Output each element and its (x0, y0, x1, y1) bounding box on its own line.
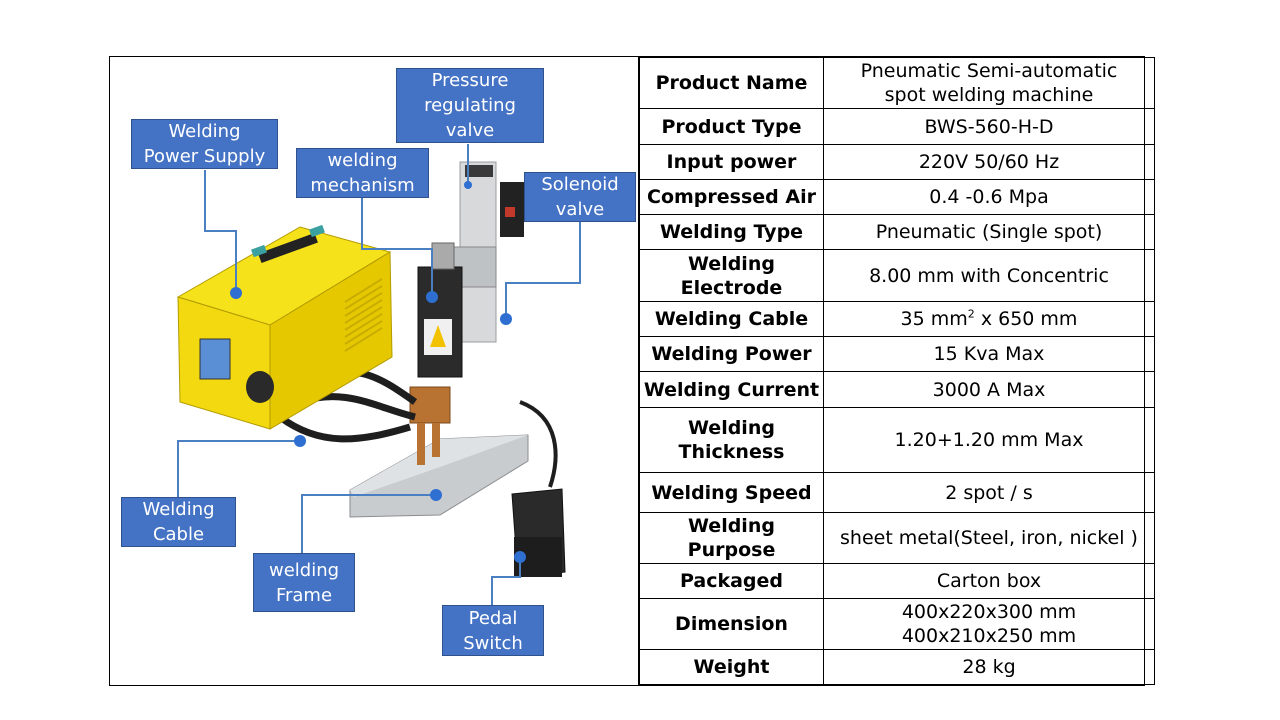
table-row: Welding Cable 35 mm2 x 650 mm (639, 301, 1155, 337)
spec-value-pre: 35 mm (900, 308, 968, 330)
spec-value: 220V 50/60 Hz (823, 144, 1155, 180)
callout-pressure-valve: Pressure regulating valve (396, 68, 544, 143)
electrode-holder (409, 386, 451, 424)
table-row: Welding Speed 2 spot / s (639, 472, 1155, 513)
welding-machine-illustration (176, 144, 581, 605)
callout-welding-frame: welding Frame (253, 553, 355, 612)
spec-value: 1.20+1.20 mm Max (823, 407, 1155, 473)
table-row: Welding Current 3000 A Max (639, 371, 1155, 408)
spec-key: Weight (639, 649, 824, 685)
spec-value: 400x220x300 mm 400x210x250 mm (823, 598, 1155, 650)
spec-value-post: x 650 mm (974, 308, 1078, 330)
spec-value: Pneumatic (Single spot) (823, 214, 1155, 250)
spec-key: Welding Cable (639, 301, 824, 337)
table-row: Weight 28 kg (639, 649, 1155, 685)
table-row: Welding Electrode 8.00 mm with Concentri… (639, 249, 1155, 302)
spec-value: 2 spot / s (823, 472, 1155, 513)
table-row: Welding Purpose sheet metal(Steel, iron,… (639, 512, 1155, 564)
table-row: Product Name Pneumatic Semi-automatic sp… (639, 57, 1155, 109)
spec-key: Welding Current (639, 371, 824, 408)
table-row: Dimension 400x220x300 mm 400x210x250 mm (639, 598, 1155, 650)
callout-welding-cable: Welding Cable (121, 497, 236, 547)
callout-solenoid-valve: Solenoid valve (524, 172, 636, 222)
leader-lines (177, 144, 581, 605)
spec-value: Pneumatic Semi-automatic spot welding ma… (823, 57, 1155, 109)
spec-key: Compressed Air (639, 179, 824, 215)
spec-key: Welding Purpose (639, 512, 824, 564)
spec-key: Dimension (639, 598, 824, 650)
spec-key: Input power (639, 144, 824, 180)
spec-value: 28 kg (823, 649, 1155, 685)
spec-key: Product Type (639, 108, 824, 145)
spec-key: Product Name (639, 57, 824, 109)
spec-value: 35 mm2 x 650 mm (823, 301, 1155, 337)
spec-key: Welding Thickness (639, 407, 824, 473)
spec-key: Welding Speed (639, 472, 824, 513)
table-row: Welding Power 15 Kva Max (639, 336, 1155, 372)
callout-welding-mechanism: welding mechanism (296, 148, 429, 198)
spec-value: 3000 A Max (823, 371, 1155, 408)
callout-power-supply: Welding Power Supply (131, 119, 278, 169)
table-row: Welding Thickness 1.20+1.20 mm Max (639, 407, 1155, 473)
panel-divider (638, 56, 639, 686)
spec-value: Carton box (823, 563, 1155, 599)
table-row: Compressed Air 0.4 -0.6 Mpa (639, 179, 1155, 215)
spec-value: sheet metal(Steel, iron, nickel ) (823, 512, 1155, 564)
spec-key: Welding Electrode (639, 249, 824, 302)
spec-value: 15 Kva Max (823, 336, 1155, 372)
table-row: Welding Type Pneumatic (Single spot) (639, 214, 1155, 250)
table-row: Input power 220V 50/60 Hz (639, 144, 1155, 180)
spec-value: 0.4 -0.6 Mpa (823, 179, 1155, 215)
spec-key: Welding Power (639, 336, 824, 372)
spec-table: Product Name Pneumatic Semi-automatic sp… (639, 57, 1155, 685)
spec-key: Welding Type (639, 214, 824, 250)
table-row: Packaged Carton box (639, 563, 1155, 599)
callout-pedal-switch: Pedal Switch (442, 605, 544, 656)
spec-value-sup: 2 (967, 307, 975, 321)
spec-value: BWS-560-H-D (823, 108, 1155, 145)
spec-value: 8.00 mm with Concentric (823, 249, 1155, 302)
table-row: Product Type BWS-560-H-D (639, 108, 1155, 145)
spec-key: Packaged (639, 563, 824, 599)
